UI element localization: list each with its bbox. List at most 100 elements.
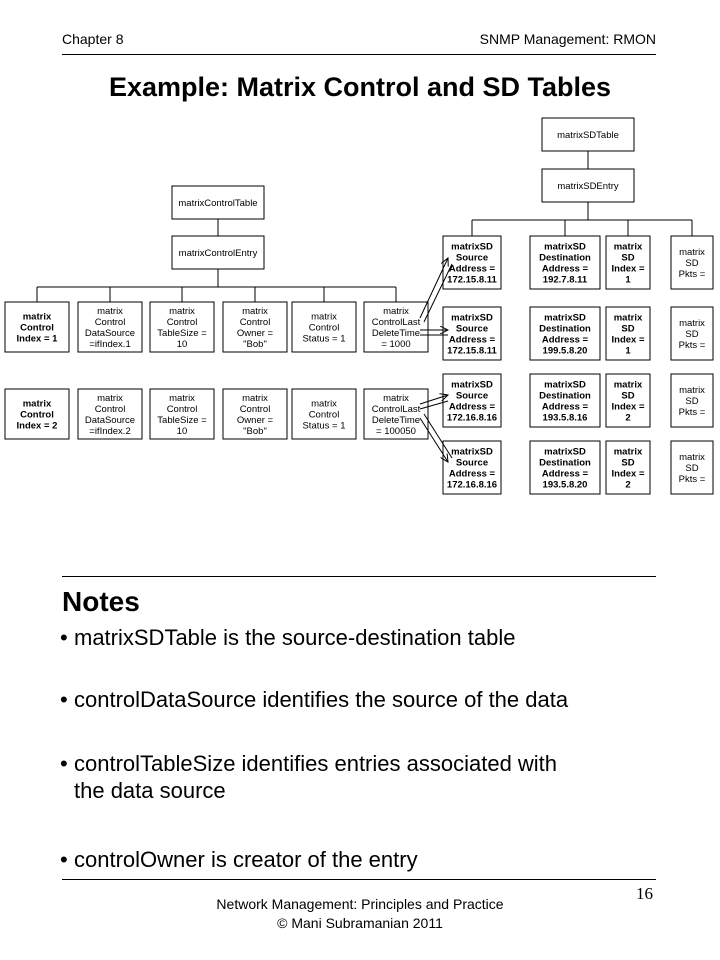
- sd-row-3-cell-4-text: Pkts =: [679, 407, 706, 418]
- sd-row-2-cell-4-text: SD: [685, 329, 698, 340]
- sd-row-2-cell-3-text: SD: [621, 324, 634, 335]
- control-row-2-cell-2-text: DataSource: [85, 415, 135, 426]
- sd-row-4-cell-3-text: 2: [625, 480, 630, 491]
- control-row-1-cell-3-text: TableSize =: [157, 328, 207, 339]
- control-row-2-cell-3-text: Control: [167, 404, 198, 415]
- matrix-control-entry-node: matrixControlEntry: [171, 235, 265, 270]
- sd-row-3-cell-1-text: Source: [456, 391, 488, 402]
- control-row-1-cell-6-text: DeleteTime: [372, 328, 420, 339]
- arrow-row2-to-sd4: [419, 417, 448, 462]
- control-row-1-cell-1-text: Index = 1: [17, 334, 59, 345]
- bullet-icon: •: [60, 847, 68, 872]
- sd-row-4-cell-4-text: Pkts =: [679, 474, 706, 485]
- matrix-control-table-node: matrixControlTable: [171, 185, 265, 220]
- sd-row-3-cell-4-text: matrix: [679, 385, 705, 396]
- sd-row-3-cell-2-text: Destination: [539, 391, 591, 402]
- note-item-1: •matrixSDTable is the source-destination…: [60, 625, 516, 650]
- control-row-2-cell-6-text: DeleteTime: [372, 415, 420, 426]
- control-row-1-cell-1-text: matrix: [23, 312, 52, 323]
- footer-line-2: © Mani Subramanian 2011: [277, 915, 443, 931]
- arrow-row2-to-sd3: [419, 395, 448, 405]
- sd-row-2-cell-2-text: matrixSD: [544, 313, 586, 324]
- sd-row-4-cell-2-text: Destination: [539, 458, 591, 469]
- sd-row-2-cell-4-text: Pkts =: [679, 340, 706, 351]
- row-link-arrows: [419, 258, 453, 462]
- control-row-1-cell-3-text: matrix: [169, 306, 195, 317]
- header-chapter: Chapter 8: [62, 31, 124, 47]
- sd-row-2-cell-1-text: Source: [456, 324, 488, 335]
- sd-row-4-cell-3-text: matrix: [614, 447, 643, 458]
- bullet-icon: •: [60, 625, 68, 650]
- note-item-3: •controlTableSize identifies entries ass…: [60, 751, 558, 803]
- control-row-1-cell-2-text: matrix: [97, 306, 123, 317]
- note-item-2: •controlDataSource identifies the source…: [60, 687, 569, 712]
- sd-row-1-cell-1-text: 172.15.8.11: [447, 275, 497, 286]
- sd-row-4-cell-4-text: SD: [685, 463, 698, 474]
- sd-row-2-cell-4-text: matrix: [679, 318, 705, 329]
- control-row-2-cell-2-text: matrix: [97, 393, 123, 404]
- control-row-2-cell-3-text: matrix: [169, 393, 195, 404]
- sd-row-1-cell-4-text: Pkts =: [679, 269, 706, 280]
- matrix-sd-entry-node: matrixSDEntry: [541, 168, 635, 203]
- sd-row-1-cell-3-text: matrix: [614, 242, 643, 253]
- sd-row-2-cell-2-text: Destination: [539, 324, 591, 335]
- control-row-1-cell-5-text: matrix: [311, 312, 337, 323]
- sd-row-2-cell-2-text: 199.5.8.20: [543, 346, 588, 357]
- control-row-2-cell-5-text: matrix: [311, 399, 337, 410]
- sd-row-1-cell-1-text: Address =: [449, 264, 496, 275]
- sd-row-2-cell-1-text: Address =: [449, 335, 496, 346]
- control-row-2-cell-4-text: "Bob": [243, 426, 267, 437]
- sd-row-4-cell-2-text: 193.5.8.20: [543, 480, 588, 491]
- bullet-icon: •: [60, 687, 68, 712]
- footer-rule: [62, 879, 656, 880]
- sd-row-1-cell-2-text: Address =: [542, 264, 589, 275]
- sd-row-3-cell-1-text: Address =: [449, 402, 496, 413]
- sd-row-1-cell-2-text: matrixSD: [544, 242, 586, 253]
- sd-row-1-cell-4-text: SD: [685, 258, 698, 269]
- control-row-1-cell-4-text: "Bob": [243, 339, 267, 350]
- header-rule: [62, 54, 656, 55]
- sd-row-3-cell-4-text: SD: [685, 396, 698, 407]
- notes-top-rule: [62, 576, 656, 577]
- matrix-sd-table-node: matrixSDTable: [541, 117, 635, 152]
- sd-row-3-cell-3-text: 2: [625, 413, 630, 424]
- sd-row-4-cell-3-text: Index =: [612, 469, 645, 480]
- footer: Network Management: Principles and Pract…: [0, 895, 720, 933]
- notes-heading: Notes: [62, 586, 140, 617]
- control-row-2-cell-4-text: matrix: [242, 393, 268, 404]
- matrix-sd-table-label: matrixSDTable: [557, 130, 619, 141]
- sd-row-4-cell-4-text: matrix: [679, 452, 705, 463]
- control-row-2-cell-3-text: 10: [177, 426, 188, 437]
- control-row-2-cell-6-text: matrix: [383, 393, 409, 404]
- control-row-2-cell-5-text: Control: [309, 410, 340, 421]
- control-row-1-cell-2-text: =ifIndex.1: [89, 339, 130, 350]
- sd-row-2-cell-3-text: matrix: [614, 313, 643, 324]
- control-row-1-cell-4-text: Owner =: [237, 328, 274, 339]
- sd-row-4-cell-3-text: SD: [621, 458, 634, 469]
- control-row-1-cell-6-text: = 1000: [381, 339, 410, 350]
- footer-line-1: Network Management: Principles and Pract…: [216, 896, 504, 912]
- control-row-2-cell-2-text: =ifIndex.2: [89, 426, 130, 437]
- control-row-1-cell-1-text: Control: [20, 323, 54, 334]
- sd-row-1-cell-1-text: matrixSD: [451, 242, 493, 253]
- control-row-1-cell-3-text: 10: [177, 339, 188, 350]
- sd-row-1-cell-3-text: 1: [625, 275, 631, 286]
